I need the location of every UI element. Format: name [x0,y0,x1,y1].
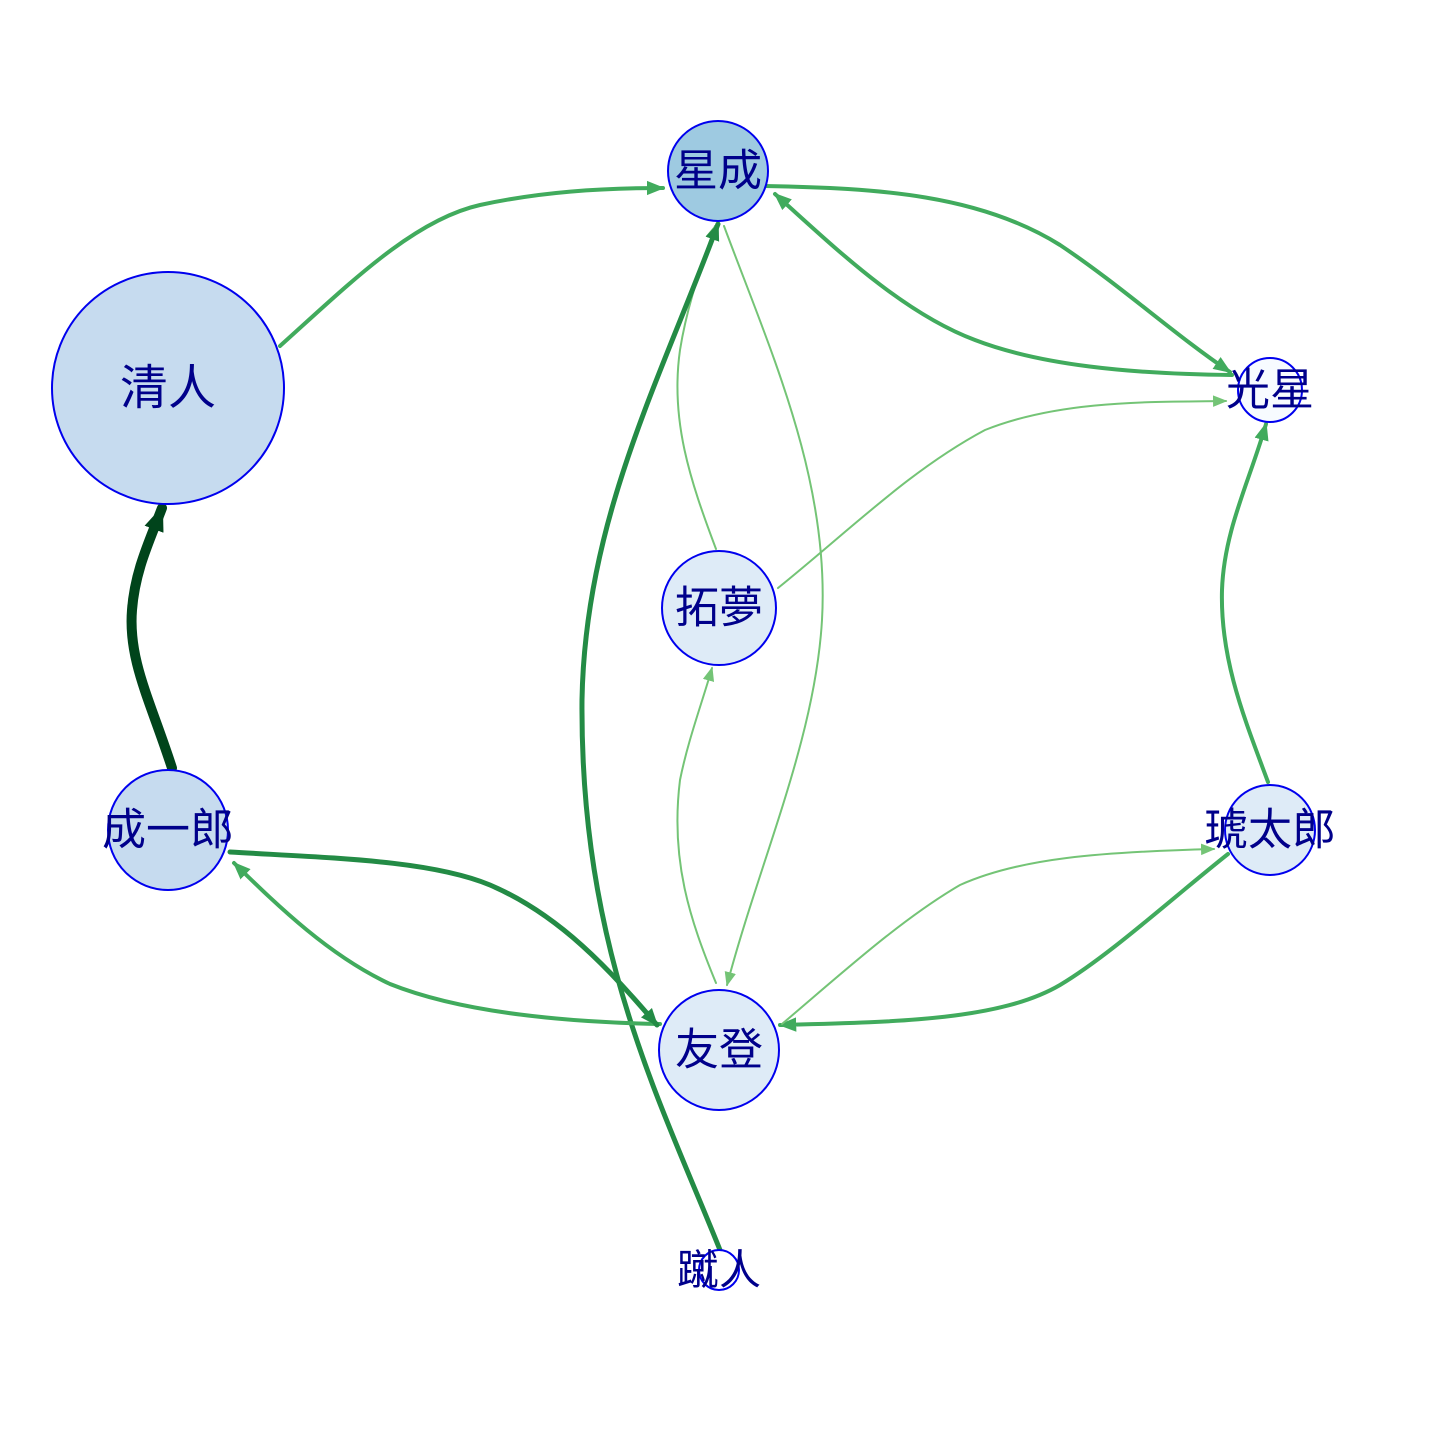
node-circle-kousei [1237,357,1303,423]
edge-yuto-kotaro [781,843,1216,1025]
node-takumu: 拓夢 [661,550,777,666]
edge-yuto-takumu [676,666,717,984]
node-label-yuto: 友登 [675,1025,763,1076]
edges-layer [126,180,1270,1253]
node-yuto: 友登 [658,989,780,1111]
node-circle-seisei [667,120,769,222]
node-circle-shuto [698,1249,740,1291]
node-label-seiichiro: 成一郎 [102,805,234,856]
node-kousei: 光星 [1226,357,1314,423]
edge-shuto-seisei [579,221,723,1253]
edge-kotaro-yuto [778,852,1230,1032]
node-label-kotaro: 琥太郎 [1204,805,1336,856]
edge-yuto-seiichiro [232,861,662,1026]
node-shuto: 蹴人 [677,1246,761,1295]
node-label-kousei: 光星 [1226,365,1314,416]
node-circle-kotaro [1224,784,1316,876]
node-circle-kiyoto [51,271,285,505]
node-label-takumu: 拓夢 [675,583,763,634]
edge-seiichiro-kiyoto [126,503,177,773]
node-label-shuto: 蹴人 [677,1246,761,1295]
node-kotaro: 琥太郎 [1204,784,1336,876]
node-seiichiro: 成一郎 [102,769,234,891]
edge-seisei-kousei [762,184,1232,374]
node-circle-takumu [661,550,777,666]
node-label-seisei: 星成 [674,146,762,197]
edge-kiyoto-seisei [278,180,665,348]
node-circle-yuto [658,989,780,1111]
node-circle-seiichiro [107,769,229,891]
edge-kotaro-kousei [1219,422,1270,784]
node-label-kiyoto: 清人 [120,360,216,416]
edge-seiichiro-yuto [227,849,660,1028]
edge-takumu-kousei [777,395,1228,589]
edge-seisei-yuto [723,225,824,987]
node-seisei: 星成 [667,120,769,222]
edge-kousei-seisei [773,192,1234,377]
node-kiyoto: 清人 [51,271,285,505]
